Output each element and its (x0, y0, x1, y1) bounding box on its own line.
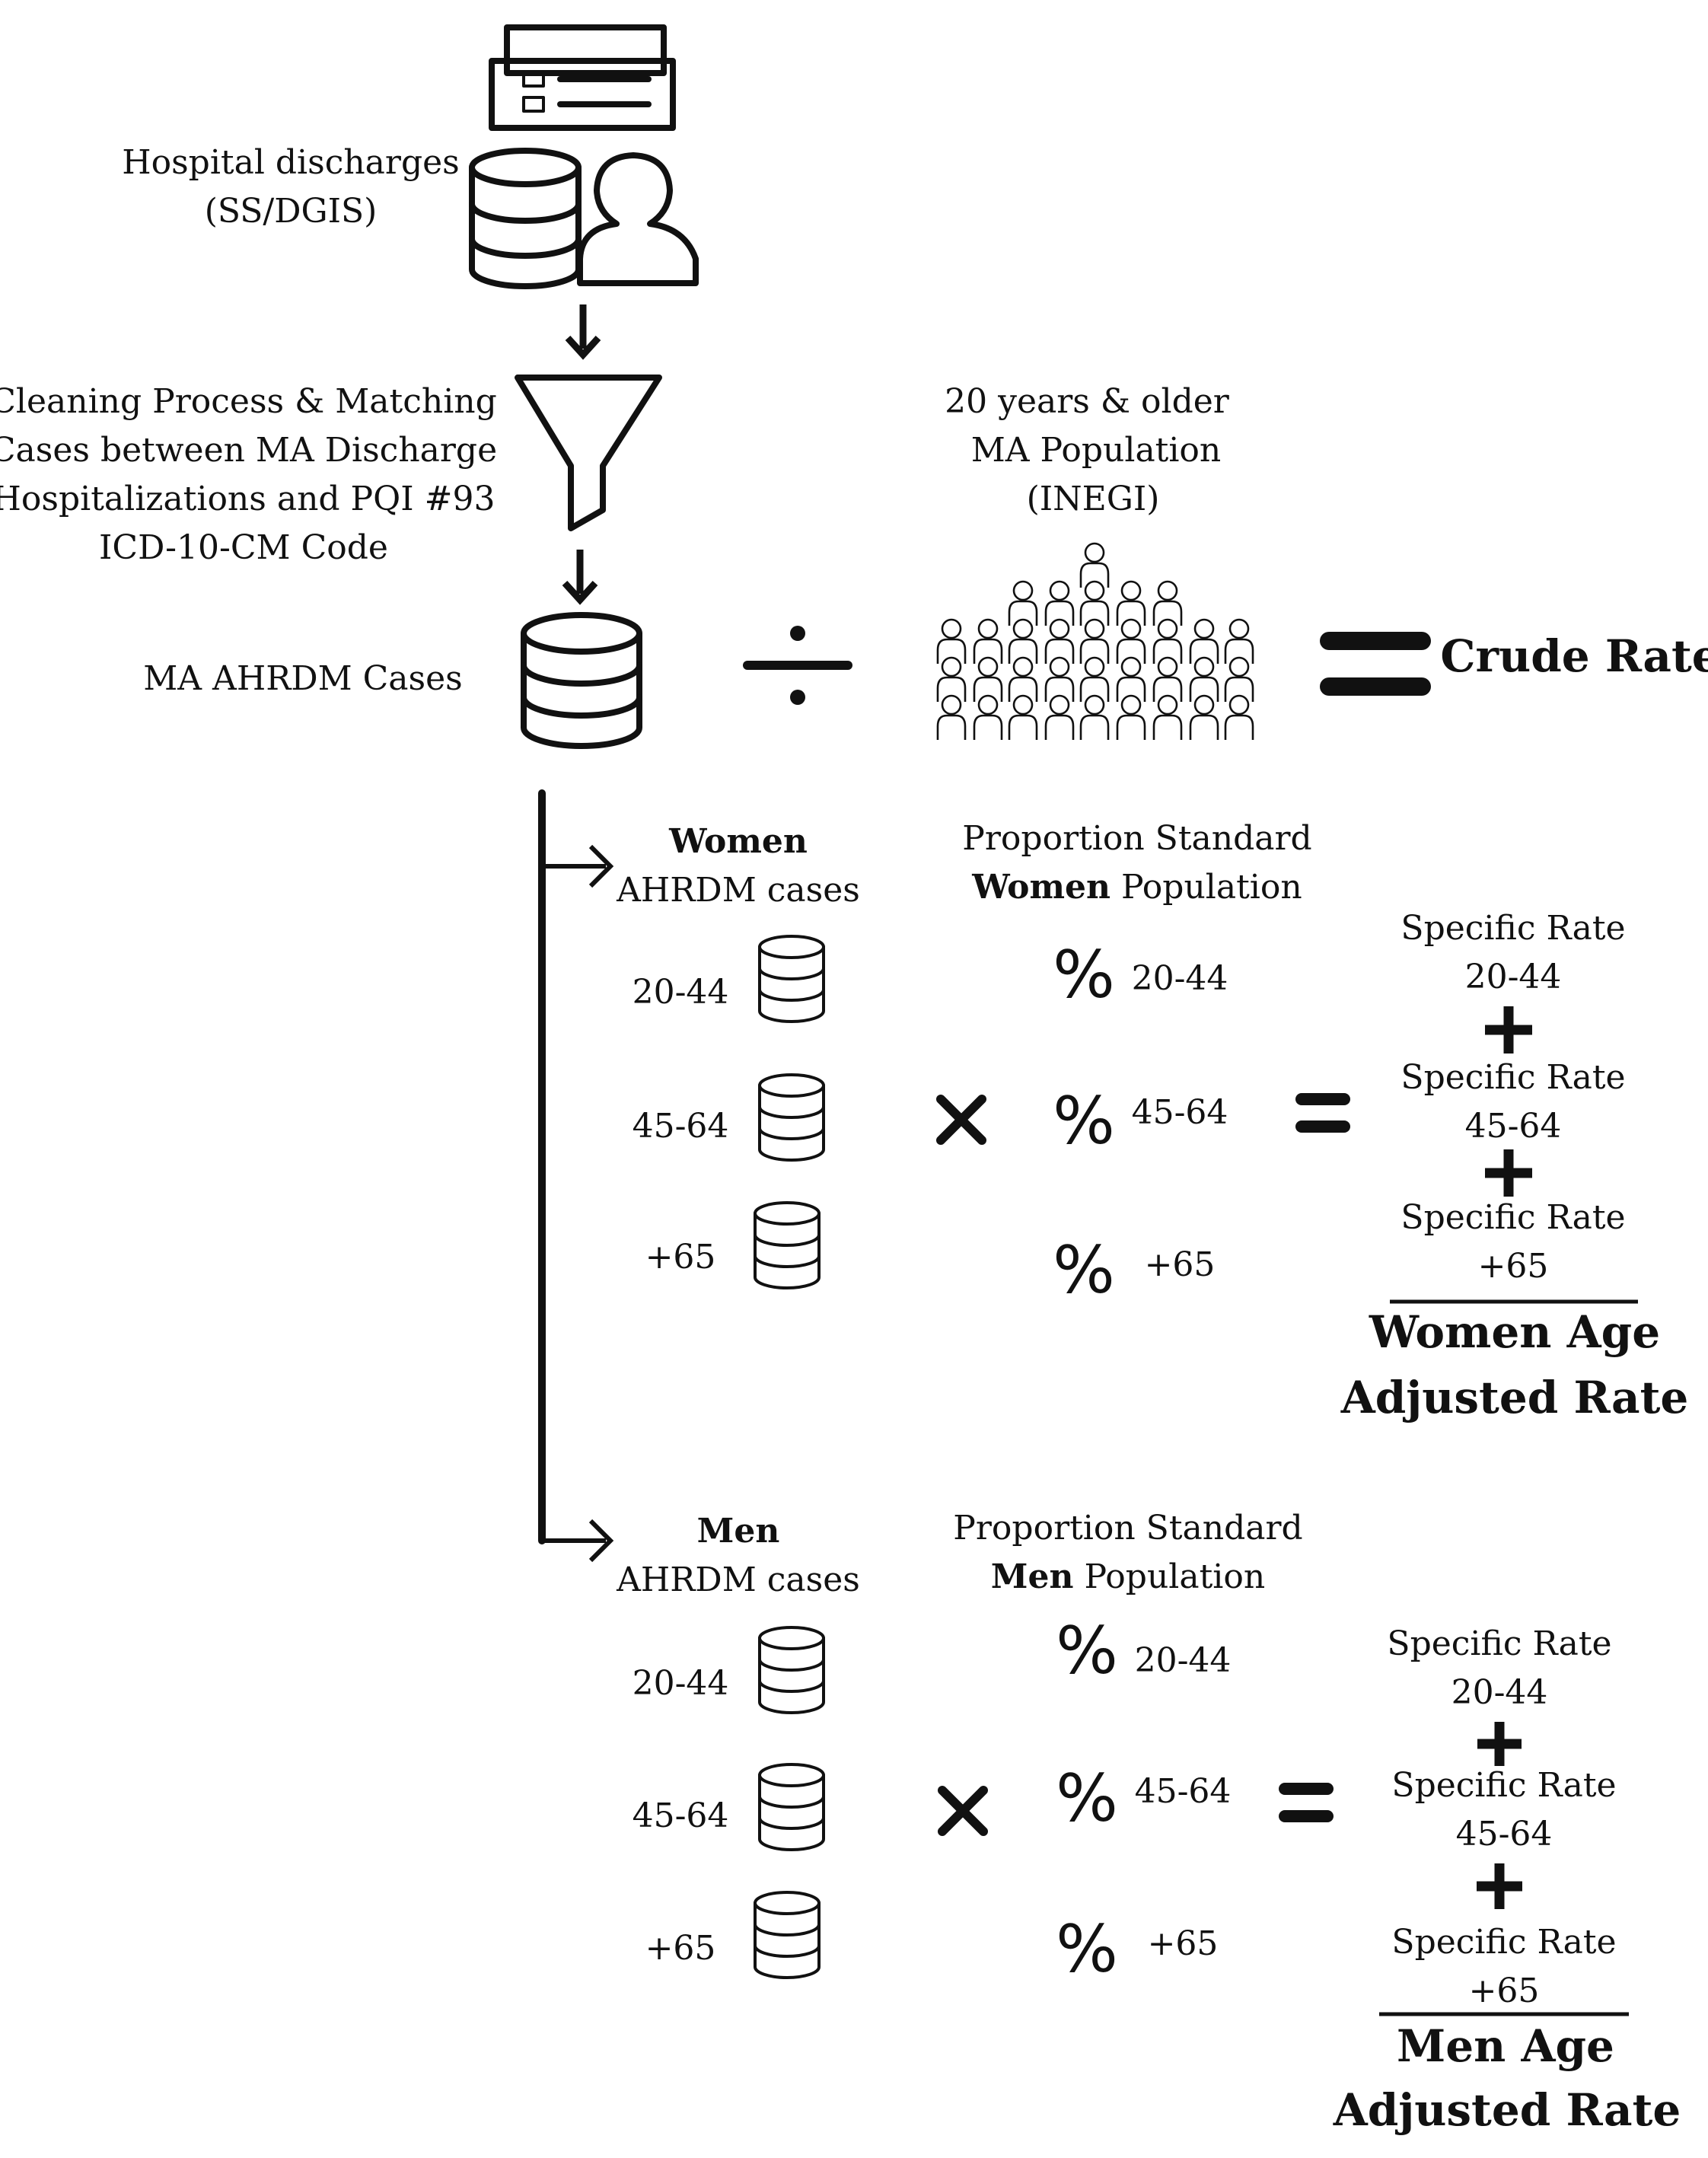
equals-icon (1279, 1783, 1334, 1822)
women-header: Women (668, 822, 808, 861)
cleaning-line3: Hospitalizations and PQI #93 (0, 480, 495, 518)
women-pct-age-2: 45-64 (1132, 1093, 1228, 1132)
women-percent-icon-1: % (1053, 937, 1115, 1013)
men-specific-age-2: 45-64 (1456, 1815, 1553, 1854)
women-specific-age-1: 20-44 (1465, 958, 1562, 996)
branch-connector (538, 789, 614, 1563)
women-age-45-64: 45-64 (633, 1107, 729, 1146)
database-icon (754, 1891, 821, 1979)
men-age-20-44: 20-44 (633, 1664, 729, 1703)
women-percent-icon-3: % (1053, 1232, 1115, 1309)
cleaning-line2: Cases between MA Discharge (0, 431, 497, 470)
database-icon (754, 1201, 821, 1289)
multiply-icon (938, 1786, 988, 1836)
men-specific-rate-3: Specific Rate (1391, 1923, 1616, 1962)
men-header-sub: AHRDM cases (616, 1560, 860, 1599)
women-adjusted-line2: Adjusted Rate (1340, 1372, 1689, 1423)
men-pct-age-2: 45-64 (1135, 1772, 1232, 1811)
women-specific-rate-2: Specific Rate (1400, 1058, 1625, 1097)
arrow-down-icon (562, 550, 598, 605)
men-age-65: +65 (645, 1929, 716, 1968)
men-percent-icon-3: % (1056, 1911, 1118, 1987)
women-proportion-line1: Proportion Standard (962, 819, 1311, 858)
database-icon (758, 1626, 825, 1714)
equals-icon (1295, 1093, 1350, 1133)
crowd-person-icon (1224, 694, 1254, 741)
men-pct-age-1: 20-44 (1135, 1641, 1232, 1680)
cases-database-icon (521, 612, 642, 749)
men-age-45-64: 45-64 (633, 1796, 729, 1835)
database-icon (758, 1073, 825, 1162)
source-label-line1: Hospital discharges (122, 143, 460, 182)
women-age-65: +65 (645, 1238, 716, 1277)
men-specific-age-1: 20-44 (1451, 1673, 1548, 1712)
equals-icon (1320, 632, 1431, 696)
women-percent-icon-2: % (1053, 1083, 1115, 1159)
crowd-person-icon (1152, 694, 1183, 741)
crowd-person-icon (1008, 694, 1038, 741)
women-specific-age-3: +65 (1478, 1247, 1549, 1286)
crowd-person-icon (1044, 694, 1075, 741)
men-header: Men (697, 1512, 780, 1551)
men-adjusted-line2: Adjusted Rate (1333, 2084, 1681, 2136)
men-specific-rate-2: Specific Rate (1391, 1766, 1616, 1805)
multiply-icon (936, 1095, 986, 1145)
source-label-line2: (SS/DGIS) (205, 192, 378, 231)
crowd-person-icon (936, 694, 967, 741)
women-specific-age-2: 45-64 (1465, 1107, 1562, 1146)
arrow-down-icon (565, 304, 601, 360)
plus-icon (1485, 1149, 1532, 1197)
crowd-person-icon (1116, 694, 1146, 741)
funnel-icon (515, 375, 662, 531)
database-icon (758, 935, 825, 1023)
women-adjusted-line1: Women Age (1369, 1306, 1660, 1358)
cleaning-line1: Cleaning Process & Matching (0, 382, 497, 421)
women-proportion-line2: Women Population (971, 868, 1302, 907)
population-line2: MA Population (971, 431, 1222, 470)
crowd-person-icon (1079, 694, 1110, 741)
men-proportion-bold: Men (991, 1557, 1074, 1596)
men-proportion-rest: Population (1074, 1557, 1266, 1596)
crowd-icon (936, 542, 1254, 741)
women-proportion-bold: Women (971, 868, 1111, 907)
men-specific-age-3: +65 (1469, 1972, 1540, 2010)
plus-icon (1477, 1863, 1522, 1909)
cases-label: MA AHRDM Cases (143, 659, 463, 698)
men-percent-icon-2: % (1056, 1761, 1118, 1837)
men-pct-age-3: +65 (1148, 1924, 1219, 1963)
database-icon (758, 1763, 825, 1851)
men-percent-icon-1: % (1056, 1613, 1118, 1689)
crude-rate-label: Crude Rate (1440, 630, 1708, 682)
women-header-sub: AHRDM cases (616, 871, 860, 910)
population-line3: (INEGI) (1027, 480, 1160, 518)
crowd-person-icon (1189, 694, 1219, 741)
women-pct-age-3: +65 (1145, 1245, 1216, 1284)
women-pct-age-1: 20-44 (1132, 959, 1228, 998)
divide-icon (743, 626, 852, 705)
crowd-person-icon (973, 694, 1003, 741)
men-proportion-line1: Proportion Standard (953, 1509, 1302, 1548)
record-icon (489, 24, 676, 131)
women-specific-rate-1: Specific Rate (1400, 909, 1625, 948)
men-proportion-line2: Men Population (991, 1557, 1265, 1596)
women-proportion-rest: Population (1111, 868, 1302, 907)
women-age-20-44: 20-44 (633, 973, 729, 1012)
men-adjusted-line1: Men Age (1397, 2020, 1614, 2072)
plus-icon (1477, 1722, 1522, 1766)
population-line1: 20 years & older (945, 382, 1230, 421)
database-icon (469, 148, 582, 289)
person-icon (577, 152, 699, 286)
women-specific-rate-3: Specific Rate (1400, 1198, 1625, 1237)
plus-icon (1485, 1006, 1532, 1053)
men-specific-rate-1: Specific Rate (1387, 1624, 1611, 1663)
cleaning-line4: ICD-10-CM Code (99, 528, 388, 567)
